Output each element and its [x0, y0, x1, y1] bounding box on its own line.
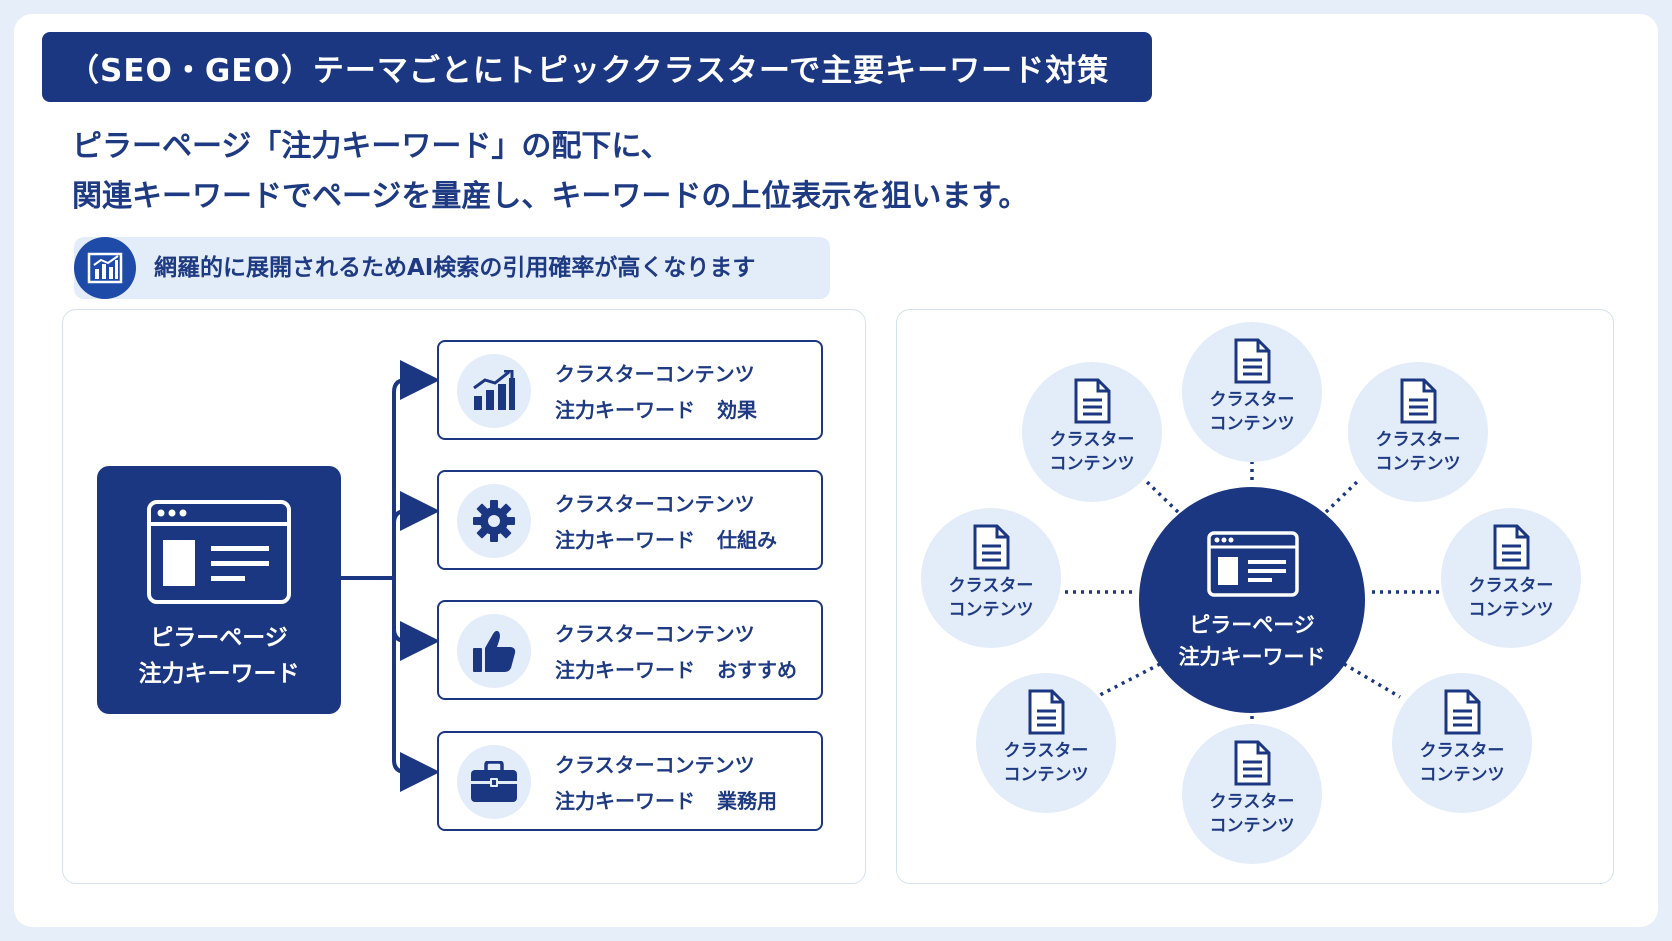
card-keyword: 注力キーワード: [555, 658, 695, 682]
cluster-card-4: クラスターコンテンツ 注力キーワード業務用: [437, 731, 823, 831]
document-icon: [1444, 689, 1481, 735]
hub-label-line-2: 注力キーワード: [1178, 645, 1326, 669]
chart-icon: [74, 237, 136, 299]
satellite-label-line-2: コンテンツ: [948, 600, 1034, 620]
webpage-icon: [1207, 531, 1299, 597]
satellite-label-line-2: コンテンツ: [1375, 454, 1461, 474]
card-keyword-line: 注力キーワードおすすめ: [555, 652, 797, 688]
card-title: クラスターコンテンツ: [555, 492, 755, 516]
briefcase-icon: [457, 745, 531, 819]
document-icon: [1234, 740, 1271, 786]
document-icon: [1074, 378, 1111, 424]
satellite-label: クラスター コンテンツ: [976, 739, 1116, 787]
card-title: クラスターコンテンツ: [555, 753, 755, 777]
cluster-card-3: クラスターコンテンツ 注力キーワードおすすめ: [437, 600, 823, 700]
thumbs-up-icon: [457, 614, 531, 688]
satellite-label-line-1: クラスター: [1375, 430, 1461, 450]
satellite-label-line-1: クラスター: [1209, 792, 1295, 812]
satellite-label: クラスター コンテンツ: [1392, 739, 1532, 787]
card-text: クラスターコンテンツ 注力キーワードおすすめ: [555, 616, 797, 688]
satellite-label-line-2: コンテンツ: [1419, 765, 1505, 785]
document-icon: [1493, 524, 1530, 570]
hub-label-line-1: ピラーページ: [1189, 613, 1315, 637]
card-keyword-tail: 仕組み: [717, 528, 777, 552]
cluster-card-1: クラスターコンテンツ 注力キーワード効果: [437, 340, 823, 440]
satellite-left: クラスター コンテンツ: [921, 508, 1061, 648]
satellite-label-line-1: クラスター: [1049, 430, 1135, 450]
satellite-top-right: クラスター コンテンツ: [1348, 362, 1488, 502]
satellite-label: クラスター コンテンツ: [1022, 428, 1162, 476]
document-icon: [973, 524, 1010, 570]
pillar-label: ピラーページ 注力キーワード: [97, 620, 341, 692]
card-text: クラスターコンテンツ 注力キーワード仕組み: [555, 486, 777, 558]
card-text: クラスターコンテンツ 注力キーワード業務用: [555, 747, 777, 819]
card-keyword-tail: 効果: [717, 398, 757, 422]
document-icon: [1028, 689, 1065, 735]
webpage-icon: [147, 500, 291, 604]
satellite-top-left: クラスター コンテンツ: [1022, 362, 1162, 502]
lead-line-2: 関連キーワードでページを量産し、キーワードの上位表示を狙います。: [72, 179, 1029, 214]
card-keyword: 注力キーワード: [555, 398, 695, 422]
satellite-label-line-2: コンテンツ: [1049, 454, 1135, 474]
satellite-bottom-left: クラスター コンテンツ: [976, 673, 1116, 813]
card-keyword-line: 注力キーワード業務用: [555, 783, 777, 819]
card-keyword-tail: 業務用: [717, 789, 777, 813]
satellite-label-line-1: クラスター: [1209, 390, 1295, 410]
pillar-label-line-2: 注力キーワード: [138, 661, 300, 687]
satellite-right: クラスター コンテンツ: [1441, 508, 1581, 648]
satellite-label-line-1: クラスター: [1003, 741, 1089, 761]
pillar-label-line-1: ピラーページ: [150, 625, 288, 651]
gear-icon: [457, 484, 531, 558]
satellite-label-line-1: クラスター: [1468, 576, 1554, 596]
pillar-page-box: ピラーページ 注力キーワード: [97, 466, 341, 714]
document-icon: [1400, 378, 1437, 424]
pillar-hub: ピラーページ 注力キーワード: [1139, 487, 1365, 713]
card-keyword-line: 注力キーワード仕組み: [555, 522, 777, 558]
satellite-bottom: クラスター コンテンツ: [1182, 724, 1322, 864]
badge-text: 網羅的に展開されるためAI検索の引用確率が高くなります: [154, 255, 756, 281]
title-bar: （SEO・GEO）テーマごとにトピッククラスターで主要キーワード対策: [42, 32, 1152, 102]
satellite-label-line-2: コンテンツ: [1468, 600, 1554, 620]
satellite-label: クラスター コンテンツ: [1182, 388, 1322, 436]
growth-chart-icon: [457, 354, 531, 428]
satellite-label-line-2: コンテンツ: [1209, 414, 1295, 434]
satellite-label-line-2: コンテンツ: [1003, 765, 1089, 785]
satellite-label: クラスター コンテンツ: [921, 574, 1061, 622]
satellite-label-line-2: コンテンツ: [1209, 816, 1295, 836]
satellite-label: クラスター コンテンツ: [1182, 790, 1322, 838]
card-keyword: 注力キーワード: [555, 528, 695, 552]
satellite-label: クラスター コンテンツ: [1441, 574, 1581, 622]
cluster-card-2: クラスターコンテンツ 注力キーワード仕組み: [437, 470, 823, 570]
page-title: （SEO・GEO）テーマごとにトピッククラスターで主要キーワード対策: [68, 52, 1110, 89]
satellite-top: クラスター コンテンツ: [1182, 322, 1322, 462]
lead-line-1: ピラーページ「注力キーワード」の配下に、: [72, 129, 671, 164]
satellite-bottom-right: クラスター コンテンツ: [1392, 673, 1532, 813]
satellite-label-line-1: クラスター: [948, 576, 1034, 596]
hub-label: ピラーページ 注力キーワード: [1139, 609, 1365, 673]
card-text: クラスターコンテンツ 注力キーワード効果: [555, 356, 757, 428]
card-title: クラスターコンテンツ: [555, 362, 755, 386]
lead-text: ピラーページ「注力キーワード」の配下に、 関連キーワードでページを量産し、キーワ…: [72, 122, 1472, 222]
card-keyword-tail: おすすめ: [717, 658, 797, 682]
card-keyword: 注力キーワード: [555, 789, 695, 813]
card-title: クラスターコンテンツ: [555, 622, 755, 646]
satellite-label-line-1: クラスター: [1419, 741, 1505, 761]
ai-citation-badge: 網羅的に展開されるためAI検索の引用確率が高くなります: [74, 237, 830, 299]
document-icon: [1234, 338, 1271, 384]
satellite-label: クラスター コンテンツ: [1348, 428, 1488, 476]
card-keyword-line: 注力キーワード効果: [555, 392, 757, 428]
